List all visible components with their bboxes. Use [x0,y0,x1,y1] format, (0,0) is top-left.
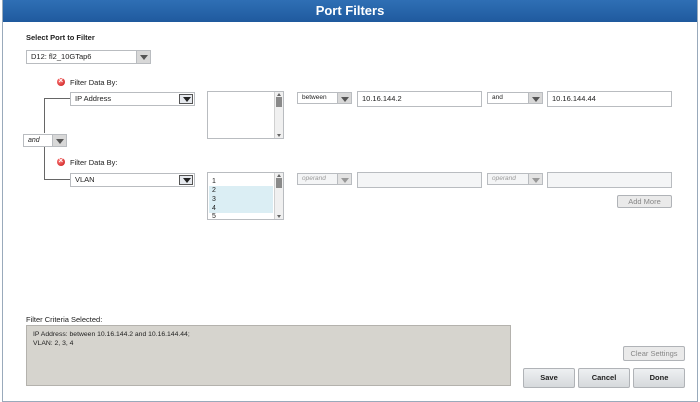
clear-settings-button[interactable]: Clear Settings [623,346,685,361]
list-item[interactable]: 5 [212,213,216,220]
scrollbar-thumb[interactable] [276,178,282,188]
criteria-summary-box: IP Address: between 10.16.144.2 and 10.1… [26,325,511,386]
scrollbar[interactable] [274,173,283,219]
list-item[interactable]: 4 [209,204,273,213]
save-button[interactable]: Save [523,368,575,388]
chevron-down-icon [528,93,542,103]
chevron-down-icon [337,93,351,103]
chevron-down-icon [179,94,193,104]
add-more-button[interactable]: Add More [617,195,672,208]
chevron-down-icon [52,135,66,146]
conjunction-value: operand [492,175,516,182]
operator-value: operand [302,175,326,182]
done-button[interactable]: Done [633,368,685,388]
operator-select[interactable]: between [297,92,352,104]
conjunction-value: and [492,94,503,101]
select-port-label: Select Port to Filter [26,33,95,42]
filter-data-by-label: Filter Data By: [70,158,118,167]
criteria-line-vlan: VLAN: 2, 3, 4 [33,340,74,347]
list-item[interactable]: 1 [212,178,216,185]
port-select[interactable]: D12: fl2_10GTap6 [26,50,151,64]
chevron-down-icon [136,51,150,63]
criteria-line-ip: IP Address: between 10.16.144.2 and 10.1… [33,331,190,338]
remove-filter-icon[interactable] [57,156,65,166]
dialog-title: Port Filters [3,0,697,22]
criteria-label: Filter Criteria Selected: [26,315,103,324]
remove-filter-icon[interactable] [57,76,65,86]
conjunction-select[interactable]: and [487,92,543,104]
value2-input[interactable] [547,172,672,188]
filter-values-listbox[interactable] [207,91,284,139]
conjunction-select[interactable]: operand [487,173,543,185]
vlan-listbox[interactable]: 1 2 3 4 5 [207,172,284,220]
filter-field-select[interactable]: IP Address [70,92,195,106]
value1-input[interactable] [357,172,482,188]
connector-line-top [44,98,70,133]
filter-field-value: IP Address [75,94,112,103]
filter-field-select[interactable]: VLAN [70,173,195,187]
operator-select[interactable]: operand [297,173,352,185]
value1-input[interactable]: 10.16.144.2 [357,91,482,107]
cancel-button[interactable]: Cancel [578,368,630,388]
list-item[interactable]: 3 [209,195,273,204]
scrollbar-thumb[interactable] [276,97,282,107]
scrollbar[interactable] [274,92,283,138]
chevron-down-icon [337,174,351,184]
chevron-down-icon [528,174,542,184]
filter-field-value: VLAN [75,175,95,184]
connector-line-bottom [44,146,70,180]
port-select-value: D12: fl2_10GTap6 [31,52,92,61]
logic-operator-value: and [28,137,40,144]
filter-data-by-label: Filter Data By: [70,78,118,87]
list-item[interactable]: 2 [209,186,273,195]
operator-value: between [302,94,327,101]
value2-input[interactable]: 10.16.144.44 [547,91,672,107]
logic-operator-select[interactable]: and [23,134,67,147]
chevron-down-icon [179,175,193,185]
